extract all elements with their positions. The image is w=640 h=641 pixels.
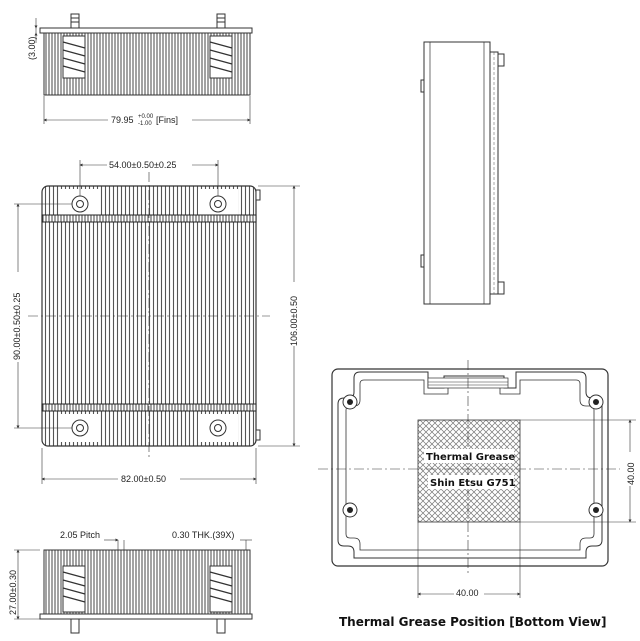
bottom-screw-holes (342, 394, 604, 518)
top-height-dim: (3.00) (27, 36, 37, 60)
top-view: (3.00) 79.95 +0.00 -1.00 [Fins] (27, 13, 253, 127)
screw-top-left (70, 13, 80, 29)
grease-area (417, 419, 521, 523)
grease-width-dim: 40.00 (456, 588, 479, 598)
hole-spacing-dim: 54.00±0.50±0.25 (109, 160, 176, 170)
vertical-hole-dim: 90.00±0.50±0.25 (12, 293, 22, 360)
plan-view: 54.00±0.50±0.25 90.00±0.50±0.25 106.00±0… (10, 158, 301, 484)
front-spring-left (62, 565, 86, 613)
side-screw-top (497, 53, 505, 67)
bottom-view-caption: Thermal Grease Position [Bottom View] (339, 615, 606, 629)
spring-right (209, 35, 233, 79)
overall-width-dim: 82.00±0.50 (121, 474, 166, 484)
bottom-view: Thermal Grease Shin Etsu G751 40.00 40.0… (318, 360, 638, 629)
screw-top-right (216, 13, 226, 29)
fins-width-dim: 79.95 (111, 115, 134, 125)
side-body (423, 41, 491, 305)
fins-tol-minus: -1.00 (138, 121, 152, 127)
base-plate (39, 27, 253, 34)
grease-label-1: Thermal Grease (426, 452, 515, 463)
front-height-dim: 27.00±0.30 (8, 570, 18, 615)
grease-label-2: Shin Etsu G751 (430, 478, 516, 489)
pitch-label: 2.05 Pitch (60, 530, 100, 540)
fins-tol-plus: +0.00 (138, 114, 154, 120)
front-spring-right (209, 565, 233, 613)
overall-height-dim: 106.00±0.50 (289, 296, 299, 346)
front-view: 2.05 Pitch 0.30 THK.(39X) 27.00±0.30 (8, 530, 253, 634)
front-base (39, 613, 253, 620)
grease-height-dim: 40.00 (626, 462, 636, 485)
spring-left (62, 35, 86, 79)
side-screw-bottom (497, 281, 505, 295)
side-view (420, 41, 505, 305)
fins-label: [Fins] (156, 115, 178, 125)
front-screw-right (216, 618, 226, 634)
front-screw-left (70, 618, 80, 634)
thickness-label: 0.30 THK.(39X) (172, 530, 234, 540)
